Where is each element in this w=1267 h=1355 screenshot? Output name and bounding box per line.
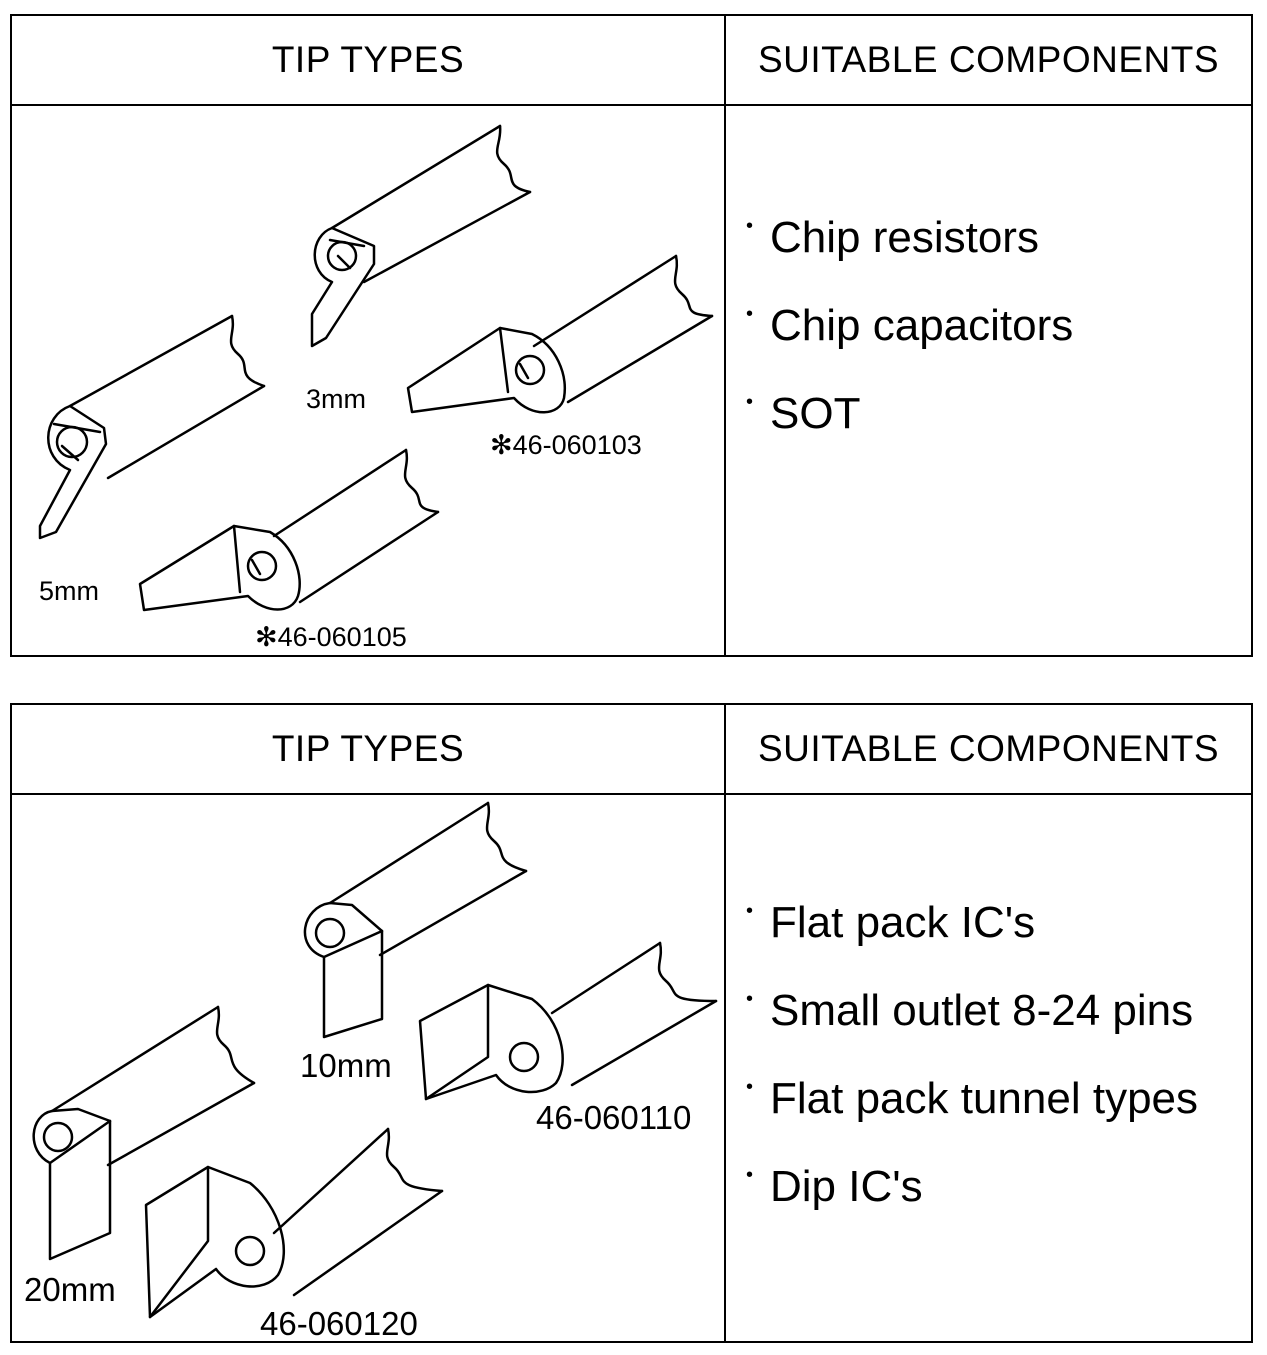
header-tip-types: TIP TYPES: [271, 39, 465, 80]
column-divider: [724, 16, 726, 655]
flat-tip-46-060103: [406, 254, 714, 414]
tip-size-label-3mm: 3mm: [306, 384, 366, 414]
flat-tip-46-060120: [144, 1127, 444, 1319]
tip-drawings: 10mm 46-060110 20mm 46-060120: [24, 801, 718, 1342]
list-item: •Small outlet 8-24 pins: [746, 967, 1198, 1055]
component-list: •Chip resistors •Chip capacitors •SOT: [746, 194, 1073, 458]
bent-blade-tip-5mm: [38, 314, 266, 540]
list-item: •Chip capacitors: [746, 282, 1073, 370]
tip-drawings: 3mm ✻46-060103 5mm ✻46-060105: [38, 124, 714, 652]
bullet-icon: •: [746, 215, 754, 237]
table-header: TIP TYPES SUITABLE COMPONENTS: [12, 16, 1251, 106]
part-code-46-060105: ✻46-060105: [255, 622, 407, 652]
bullet-icon: •: [746, 391, 754, 413]
component-list: •Flat pack IC's •Small outlet 8-24 pins …: [746, 879, 1198, 1231]
header-suitable-components: SUITABLE COMPONENTS: [757, 39, 1220, 80]
tip-size-label-20mm: 20mm: [24, 1271, 116, 1308]
tip-illustrations: 3mm ✻46-060103 5mm ✻46-060105: [12, 106, 724, 655]
tip-size-label-5mm: 5mm: [39, 576, 99, 606]
tip-table-2: TIP TYPES SUITABLE COMPONENTS: [10, 703, 1253, 1343]
bullet-icon: •: [746, 1164, 754, 1186]
part-code-46-060110: 46-060110: [536, 1099, 691, 1136]
bent-blade-tip-3mm: [310, 124, 532, 348]
list-item: •Dip IC's: [746, 1143, 1198, 1231]
header-suitable-components: SUITABLE COMPONENTS: [757, 728, 1220, 769]
table-header: TIP TYPES SUITABLE COMPONENTS: [12, 705, 1251, 795]
part-code-46-060103: ✻46-060103: [490, 430, 642, 460]
header-tip-types: TIP TYPES: [271, 728, 465, 769]
chisel-tip-10mm: [303, 801, 528, 1039]
bullet-icon: •: [746, 303, 754, 325]
part-code-46-060120: 46-060120: [260, 1305, 418, 1342]
flat-tip-46-060105: [138, 448, 440, 612]
list-item: •SOT: [746, 370, 1073, 458]
chisel-tip-20mm: [32, 1005, 256, 1261]
bullet-icon: •: [746, 1076, 754, 1098]
tip-table-1: TIP TYPES SUITABLE COMPONENTS: [10, 14, 1253, 657]
list-item: •Flat pack tunnel types: [746, 1055, 1198, 1143]
flat-tip-46-060110: [418, 941, 718, 1101]
tip-size-label-10mm: 10mm: [300, 1047, 392, 1084]
bullet-icon: •: [746, 988, 754, 1010]
list-item: •Flat pack IC's: [746, 879, 1198, 967]
suitable-components-cell: •Flat pack IC's •Small outlet 8-24 pins …: [726, 795, 1251, 1341]
bullet-icon: •: [746, 900, 754, 922]
tip-illustrations: 10mm 46-060110 20mm 46-060120: [12, 795, 724, 1342]
column-divider: [724, 705, 726, 1341]
list-item: •Chip resistors: [746, 194, 1073, 282]
suitable-components-cell: •Chip resistors •Chip capacitors •SOT: [726, 106, 1251, 655]
